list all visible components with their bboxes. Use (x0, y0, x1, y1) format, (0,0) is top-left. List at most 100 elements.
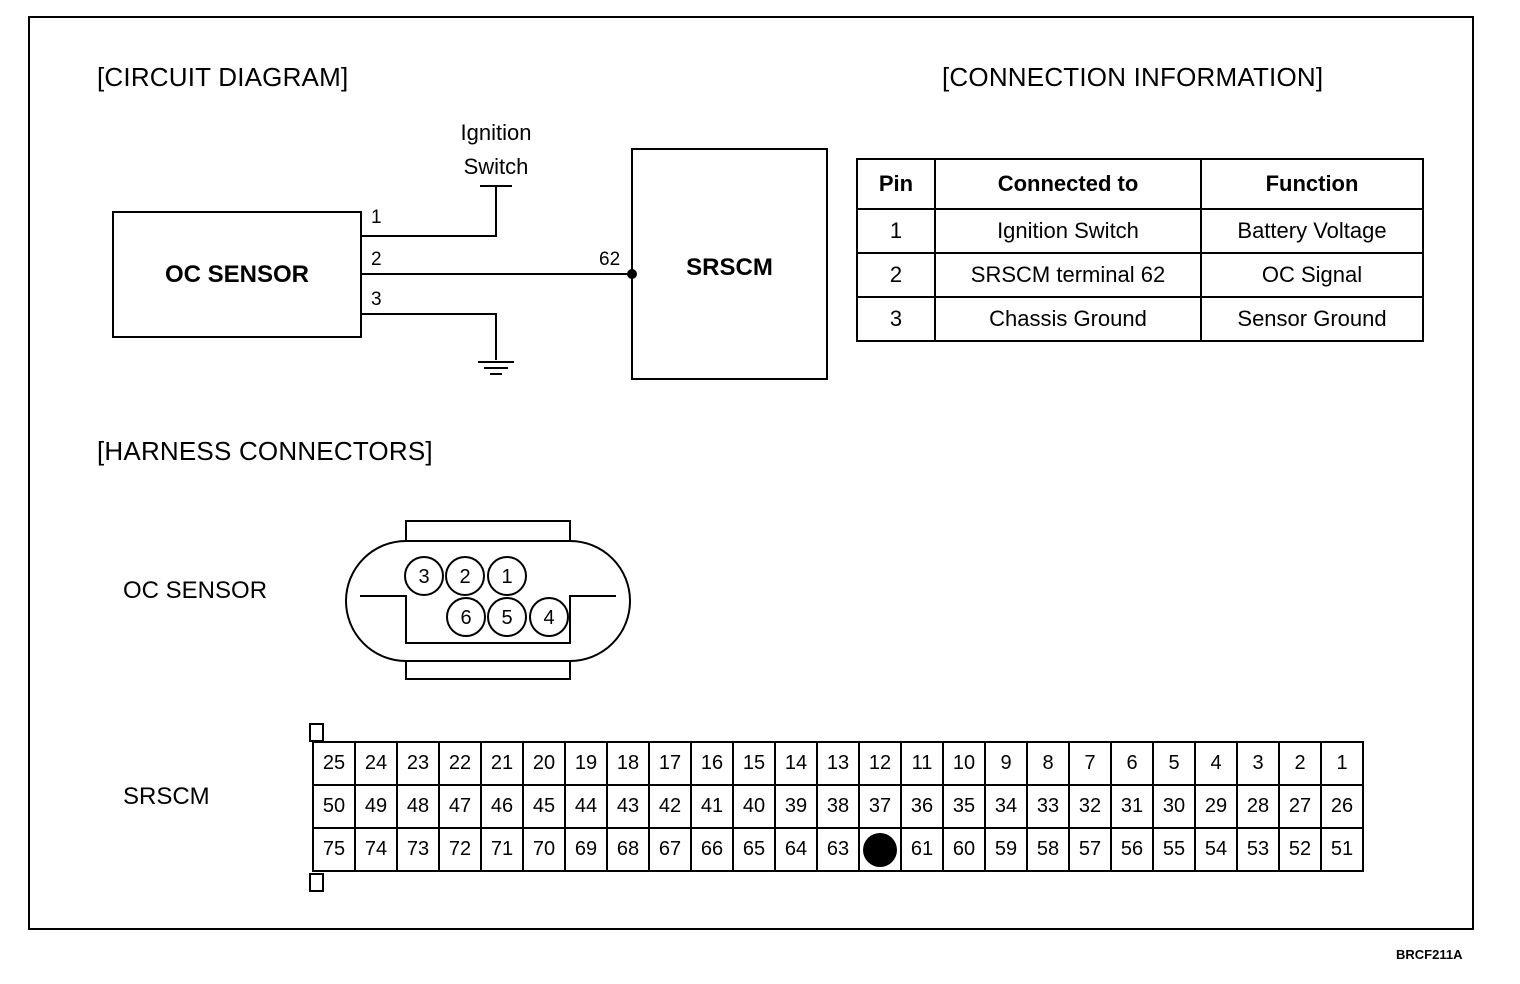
cell: Chassis Ground (934, 296, 1202, 342)
srscm-pin-63: 63 (816, 827, 860, 872)
srscm-pin-55: 55 (1152, 827, 1196, 872)
srscm-pin-36: 36 (900, 784, 944, 829)
srscm-pin-48: 48 (396, 784, 440, 829)
srscm-pin-18: 18 (606, 741, 650, 786)
srscm-pin-72: 72 (438, 827, 482, 872)
srscm-box: SRSCM (631, 148, 828, 380)
srscm-pin-62 (858, 827, 902, 872)
srscm-pin-6: 6 (1110, 741, 1154, 786)
srscm-pin-66: 66 (690, 827, 734, 872)
srscm-pin-34: 34 (984, 784, 1028, 829)
cell: SRSCM terminal 62 (934, 252, 1202, 298)
srscm-pin-39: 39 (774, 784, 818, 829)
oc-pin-4 (529, 597, 569, 637)
srscm-pin-44: 44 (564, 784, 608, 829)
srscm-pin-35: 35 (942, 784, 986, 829)
srscm-pin-64: 64 (774, 827, 818, 872)
srscm-pin-3: 3 (1236, 741, 1280, 786)
harness-connectors-heading: [HARNESS CONNECTORS] (97, 436, 433, 466)
srscm-pin-57: 57 (1068, 827, 1112, 872)
srscm-pin-21: 21 (480, 741, 524, 786)
oc-pin-2-text: 2 (459, 566, 470, 588)
srscm-pin-29: 29 (1194, 784, 1238, 829)
srscm-pin-51: 51 (1320, 827, 1364, 872)
srscm-pin-42: 42 (648, 784, 692, 829)
oc-pin-group (404, 556, 569, 637)
srscm-pin-75: 75 (312, 827, 356, 872)
srscm-pin-62-marker (863, 832, 897, 867)
srscm-pin-61: 61 (900, 827, 944, 872)
wire-pin1 (362, 186, 497, 237)
connection-information-heading: [CONNECTION INFORMATION] (942, 62, 1324, 92)
oc-pin-2 (445, 556, 485, 596)
srscm-pin-67: 67 (648, 827, 692, 872)
srscm-pin-7: 7 (1068, 741, 1112, 786)
connector-inner-outline (360, 595, 616, 644)
pin1-label: 1 (371, 207, 382, 228)
ignition-switch-label: Ignition Switch (436, 116, 556, 184)
srscm-pin-71: 71 (480, 827, 524, 872)
table-header-row: Pin Connected to Function (856, 158, 1424, 210)
srscm-pin-47: 47 (438, 784, 482, 829)
oc-pin-4-text: 4 (543, 607, 554, 629)
srscm-pin-58: 58 (1026, 827, 1070, 872)
header-pin: Pin (856, 158, 936, 210)
header-connected-to: Connected to (934, 158, 1202, 210)
srscm-pin-13: 13 (816, 741, 860, 786)
srscm-pin-54: 54 (1194, 827, 1238, 872)
srscm-pin-28: 28 (1236, 784, 1280, 829)
oc-pin-3 (404, 556, 444, 596)
srscm-pin-60: 60 (942, 827, 986, 872)
srscm-pin-40: 40 (732, 784, 776, 829)
ignition-line2: Switch (463, 154, 529, 179)
oc-pin-1-text: 1 (501, 566, 512, 588)
cell: OC Signal (1200, 252, 1424, 298)
oc-pin-6 (446, 597, 486, 637)
srscm-pin-8: 8 (1026, 741, 1070, 786)
srscm-pin-53: 53 (1236, 827, 1280, 872)
cell: Battery Voltage (1200, 208, 1424, 254)
srscm-pin-23: 23 (396, 741, 440, 786)
srscm-label: SRSCM (686, 254, 773, 281)
srscm-pin-65: 65 (732, 827, 776, 872)
connection-table: Pin Connected to Function 1 Ignition Swi… (856, 158, 1424, 342)
srscm-pin-45: 45 (522, 784, 566, 829)
srscm-pin-68: 68 (606, 827, 650, 872)
srscm-pin-46: 46 (480, 784, 524, 829)
srscm-pin-4: 4 (1194, 741, 1238, 786)
header-function: Function (1200, 158, 1424, 210)
srscm-pin-38: 38 (816, 784, 860, 829)
cell: 3 (856, 296, 936, 342)
oc-pin-5-text: 5 (501, 607, 512, 629)
srscm-pin-17: 17 (648, 741, 692, 786)
srscm-pin-2: 2 (1278, 741, 1322, 786)
srscm-pin-52: 52 (1278, 827, 1322, 872)
srscm-connector-top-tab (309, 723, 324, 742)
srscm-pin-26: 26 (1320, 784, 1364, 829)
srscm-pin-59: 59 (984, 827, 1028, 872)
srscm-pin-30: 30 (1152, 784, 1196, 829)
srscm-pin-25: 25 (312, 741, 356, 786)
circuit-diagram-heading: [CIRCUIT DIAGRAM] (97, 62, 349, 92)
srscm-pin-56: 56 (1110, 827, 1154, 872)
oc-sensor-box: OC SENSOR (112, 211, 362, 338)
srscm-pin-20: 20 (522, 741, 566, 786)
srscm-pin-41: 41 (690, 784, 734, 829)
table-row: 1 Ignition Switch Battery Voltage (856, 208, 1424, 254)
srscm-connector-label: SRSCM (123, 783, 210, 810)
figure-code: BRCF211A (1396, 947, 1463, 962)
wire-pin3 (362, 313, 497, 360)
pin3-label: 3 (371, 289, 382, 310)
oc-pin-1 (487, 556, 527, 596)
figure-frame (28, 16, 1474, 930)
srscm-pin-15: 15 (732, 741, 776, 786)
oc-sensor-label: OC SENSOR (164, 260, 310, 288)
srscm-pin-22: 22 (438, 741, 482, 786)
srscm-pin-70: 70 (522, 827, 566, 872)
srscm-pin-43: 43 (606, 784, 650, 829)
